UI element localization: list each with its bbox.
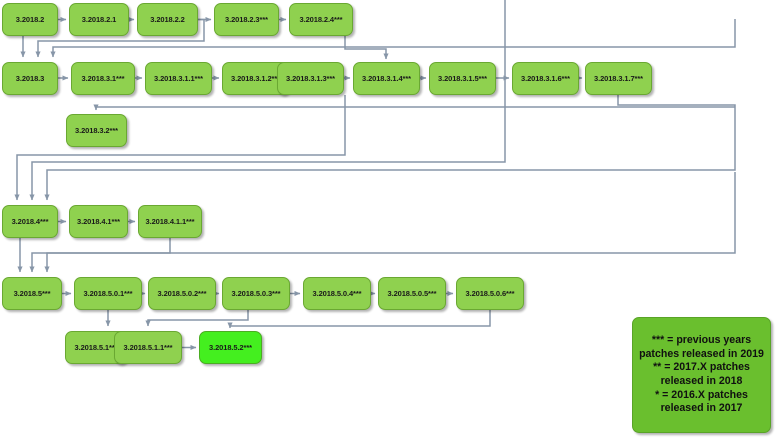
- node-label: 3.2018.2.4***: [299, 14, 343, 24]
- legend-line-4: * = 2016.X patches: [655, 388, 748, 401]
- node-n10[interactable]: 3.2018.3.1.3***: [277, 62, 344, 95]
- edge-spine-n16: [14, 95, 346, 201]
- node-label: 3.2018.5.2***: [209, 342, 252, 352]
- node-n19[interactable]: 3.2018.5***: [2, 277, 62, 310]
- node-n23[interactable]: 3.2018.5.0.4***: [303, 277, 371, 310]
- edge-n5-n11: [344, 36, 389, 60]
- node-label: 3.2018.5.0.2***: [157, 288, 207, 298]
- node-n28[interactable]: 3.2018.5.2***: [199, 331, 262, 364]
- legend-line-3: released in 2018: [660, 375, 743, 387]
- legend-line-0: *** = previous years: [651, 334, 752, 347]
- legend-line-1: patches released in 2019: [639, 347, 764, 360]
- node-n15[interactable]: 3.2018.3.2***: [66, 114, 127, 147]
- node-label: 3.2018.5.0.3***: [231, 288, 281, 298]
- node-label: 3.2018.5.0.4***: [312, 288, 362, 298]
- node-n5[interactable]: 3.2018.2.4***: [289, 3, 353, 36]
- node-n22[interactable]: 3.2018.5.0.3***: [222, 277, 290, 310]
- node-label: 3.2018.5.0.6***: [465, 288, 515, 298]
- node-label: 3.2018.4.1.1***: [145, 216, 195, 226]
- node-n17[interactable]: 3.2018.4.1***: [69, 205, 128, 238]
- node-label: 3.2018.5.0.1***: [83, 288, 133, 298]
- edge-n25-n28: [227, 310, 491, 329]
- node-n16[interactable]: 3.2018.4***: [2, 205, 58, 238]
- node-n18[interactable]: 3.2018.4.1.1***: [138, 205, 202, 238]
- node-n8[interactable]: 3.2018.3.1.1***: [145, 62, 212, 95]
- node-n24[interactable]: 3.2018.5.0.5***: [378, 277, 446, 310]
- node-n2[interactable]: 3.2018.2.1: [69, 3, 129, 36]
- edge-n22-n27: [145, 310, 249, 327]
- node-label: 3.2018.4***: [11, 216, 49, 226]
- node-n7[interactable]: 3.2018.3.1***: [71, 62, 135, 95]
- node-label: 3.2018.3.1.4***: [362, 73, 411, 83]
- node-label: 3.2018.5.1***: [74, 342, 118, 352]
- node-n20[interactable]: 3.2018.5.0.1***: [74, 277, 142, 310]
- node-label: 3.2018.3.1.1***: [154, 73, 203, 83]
- node-label: 3.2018.4.1***: [77, 216, 120, 226]
- node-n21[interactable]: 3.2018.5.0.2***: [148, 277, 216, 310]
- node-n13[interactable]: 3.2018.3.1.6***: [512, 62, 579, 95]
- node-label: 3.2018.2: [15, 14, 45, 24]
- legend-line-5: released in 2017: [660, 402, 743, 415]
- edge-n18-n19: [29, 238, 171, 273]
- edge-n14-n16: [44, 95, 736, 201]
- legend-line-2: ** = 2017.X patches: [653, 361, 750, 374]
- node-label: 3.2018.2.2: [150, 14, 185, 24]
- node-n4[interactable]: 3.2018.2.3***: [214, 3, 279, 36]
- node-label: 3.2018.2.3***: [225, 14, 268, 24]
- node-label: 3.2018.5***: [13, 288, 51, 298]
- node-label: 3.2018.3.1.5***: [438, 73, 487, 83]
- legend-box: *** = previous years patches released in…: [632, 317, 771, 433]
- node-label: 3.2018.3.1.2***: [231, 73, 280, 83]
- node-n1[interactable]: 3.2018.2: [2, 3, 58, 36]
- edge-right-n15: [93, 104, 735, 111]
- node-n27[interactable]: 3.2018.5.1.1***: [114, 331, 182, 364]
- node-n14[interactable]: 3.2018.3.1.7***: [585, 62, 652, 95]
- node-label: 3.2018.3.2***: [75, 125, 118, 135]
- node-label: 3.2018.5.0.5***: [387, 288, 437, 298]
- node-n25[interactable]: 3.2018.5.0.6***: [456, 277, 524, 310]
- node-label: 3.2018.3.1.3***: [286, 73, 335, 83]
- node-n12[interactable]: 3.2018.3.1.5***: [429, 62, 496, 95]
- node-label: 3.2018.3.1***: [81, 73, 125, 83]
- node-n11[interactable]: 3.2018.3.1.4***: [353, 62, 420, 95]
- node-label: 3.2018.3: [15, 73, 45, 83]
- node-n6[interactable]: 3.2018.3: [2, 62, 58, 95]
- node-label: 3.2018.3.1.6***: [521, 73, 570, 83]
- node-label: 3.2018.3.1.7***: [594, 73, 643, 83]
- node-label: 3.2018.2.1: [81, 14, 117, 24]
- node-label: 3.2018.5.1.1***: [123, 342, 173, 352]
- node-n3[interactable]: 3.2018.2.2: [137, 3, 198, 36]
